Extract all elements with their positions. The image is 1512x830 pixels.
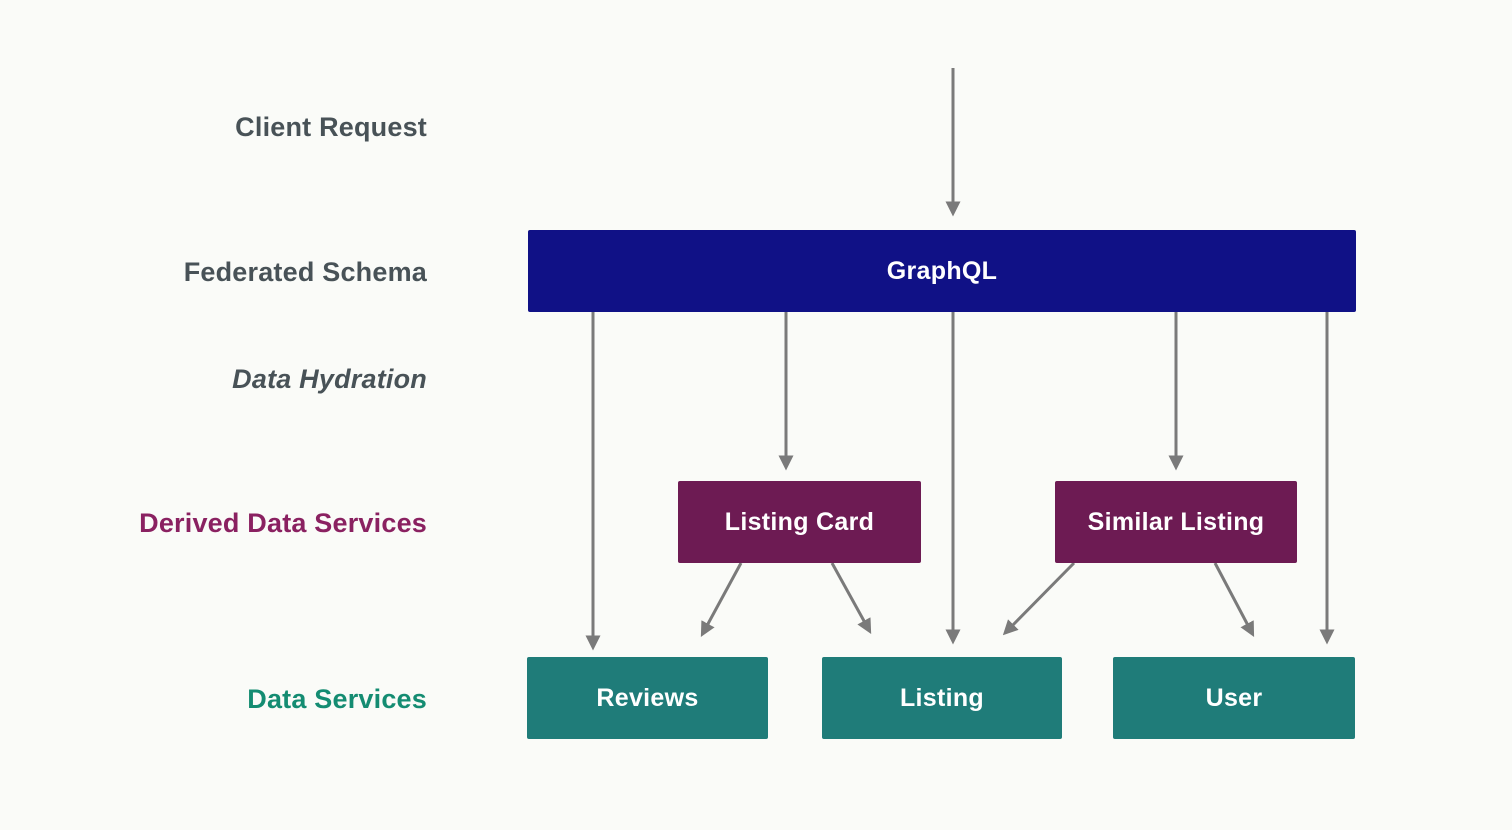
- node-similar-listing-label: Similar Listing: [1087, 507, 1265, 536]
- node-user: User: [1113, 657, 1355, 739]
- row-label-federated-schema: Federated Schema: [183, 257, 427, 287]
- row-label-data-hydration: Data Hydration: [232, 364, 427, 394]
- node-listing-card: Listing Card: [678, 481, 921, 563]
- node-graphql: GraphQL: [528, 230, 1356, 312]
- node-listing-card-label: Listing Card: [724, 507, 875, 536]
- node-graphql-label: GraphQL: [886, 256, 998, 285]
- node-reviews-label: Reviews: [596, 683, 699, 712]
- node-user-label: User: [1205, 683, 1263, 712]
- node-listing: Listing: [822, 657, 1062, 739]
- row-label-data-services: Data Services: [247, 684, 427, 714]
- row-label-client-request: Client Request: [235, 112, 427, 142]
- node-listing-label: Listing: [899, 683, 985, 712]
- node-similar-listing: Similar Listing: [1055, 481, 1297, 563]
- node-reviews: Reviews: [527, 657, 768, 739]
- row-label-derived-data-services: Derived Data Services: [139, 508, 427, 538]
